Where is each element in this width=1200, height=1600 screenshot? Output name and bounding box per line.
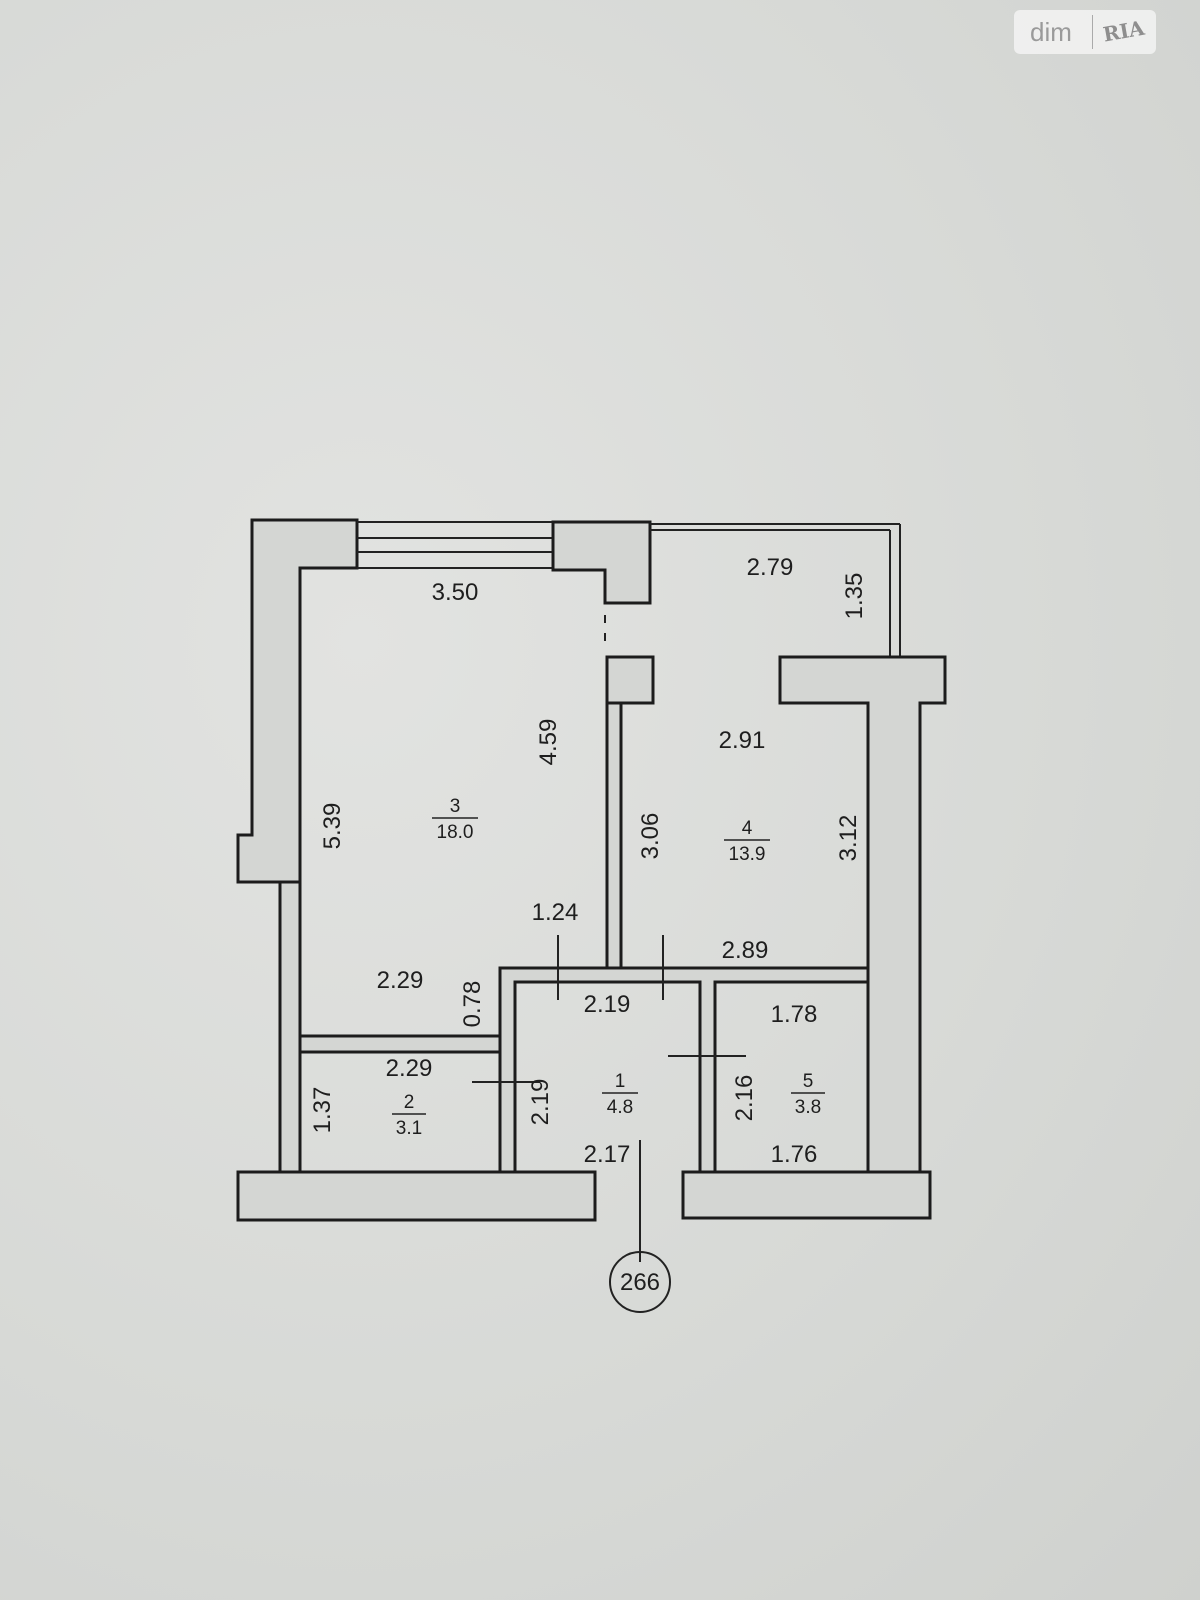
- room-1-label: 1 4.8: [602, 1071, 638, 1118]
- dim-r5-left: 2.16: [731, 1075, 758, 1122]
- room-5-label: 5 3.8: [791, 1071, 825, 1118]
- dim-r1-left: 2.19: [527, 1079, 554, 1126]
- dim-r4-top: 2.91: [719, 727, 766, 754]
- svg-text:2: 2: [404, 1092, 415, 1113]
- svg-text:4: 4: [742, 818, 753, 839]
- column-small: [605, 655, 655, 705]
- dim-r2-top: 2.29: [386, 1055, 433, 1082]
- dim-r3-bottom: 2.29: [377, 967, 424, 994]
- svg-text:1: 1: [615, 1071, 626, 1092]
- dim-r5-top: 1.78: [771, 1001, 818, 1028]
- dim-r5-bottom: 1.76: [771, 1141, 818, 1168]
- door-marks: [472, 935, 746, 1262]
- partition-2-3: [298, 1034, 502, 1054]
- watermark-dim: dim: [1030, 16, 1072, 47]
- dim-r4-left: 3.06: [637, 813, 664, 860]
- wall-bottom-left: [236, 1170, 597, 1222]
- dim-r1-bottom: 2.17: [584, 1141, 631, 1168]
- column-top: [551, 520, 652, 605]
- dim-r3-nook: 0.78: [459, 981, 486, 1028]
- room-3-label: 3 18.0: [432, 796, 478, 843]
- partition-3-4: [605, 701, 623, 970]
- dim-balcony-w: 2.79: [747, 554, 794, 581]
- marker-label: 266: [620, 1269, 660, 1296]
- watermark: dim RIA: [1014, 10, 1156, 54]
- dim-r4-right: 3.12: [835, 815, 862, 862]
- room-2-label: 2 3.1: [392, 1092, 426, 1139]
- window-top: [357, 521, 553, 569]
- dim-r3-left: 5.39: [319, 803, 346, 850]
- wall-left-thin: [278, 880, 302, 1174]
- marker-circle: [609, 1251, 671, 1313]
- svg-text:13.9: 13.9: [729, 844, 766, 865]
- wall-bottom-right: [681, 1170, 932, 1220]
- dim-r3-top: 3.50: [432, 579, 479, 606]
- dim-r3-door: 1.24: [532, 899, 579, 926]
- dim-r2-left: 1.37: [309, 1087, 336, 1134]
- dim-balcony-h: 1.35: [841, 573, 868, 620]
- watermark-divider: [1092, 15, 1093, 49]
- wall-right: [778, 655, 947, 1174]
- svg-text:3.1: 3.1: [396, 1118, 422, 1139]
- svg-text:5: 5: [803, 1071, 814, 1092]
- svg-text:18.0: 18.0: [437, 822, 474, 843]
- svg-text:3: 3: [450, 796, 461, 817]
- balcony-rail: [650, 523, 901, 657]
- room-4-label: 4 13.9: [724, 818, 770, 865]
- dim-r1-top: 2.19: [584, 991, 631, 1018]
- dim-r3-right: 4.59: [535, 719, 562, 766]
- svg-text:4.8: 4.8: [607, 1097, 633, 1118]
- svg-text:3.8: 3.8: [795, 1097, 821, 1118]
- dim-r4-bottom: 2.89: [722, 937, 769, 964]
